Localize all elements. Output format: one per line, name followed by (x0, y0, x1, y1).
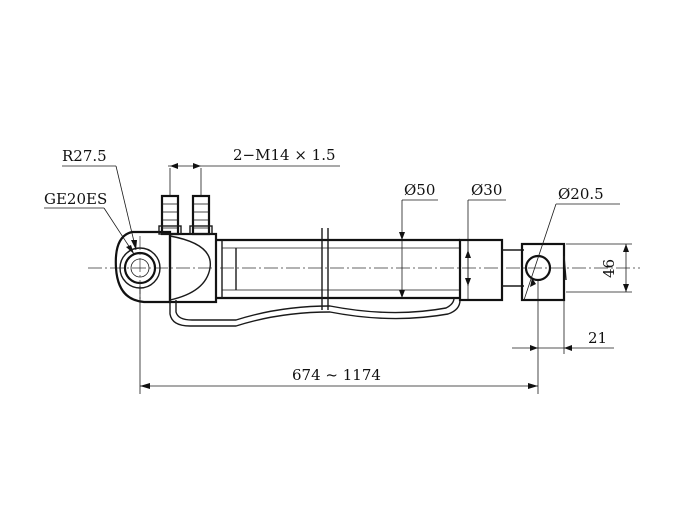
eye-width-label: 46 (600, 259, 618, 278)
eye-offset-label: 21 (588, 329, 607, 347)
radius-label: R27.5 (62, 147, 107, 165)
rod-gland (458, 238, 524, 302)
rear-clevis-eye (114, 230, 172, 304)
bearing-type-label: GE20ES (44, 190, 107, 208)
eye-hole-dia-label: Ø20.5 (558, 185, 604, 203)
hydraulic-port-left (158, 194, 182, 236)
tube-dia-label: Ø50 (404, 181, 435, 199)
connecting-pipe (169, 297, 461, 327)
ports-label: 2−M14 × 1.5 (233, 146, 336, 164)
hydraulic-port-right (189, 194, 213, 236)
stroke-length-label: 674 ~ 1174 (292, 366, 381, 384)
rod-end-eye (520, 242, 567, 302)
cylinder-tube (216, 228, 461, 310)
rod-dia-label: Ø30 (471, 181, 502, 199)
